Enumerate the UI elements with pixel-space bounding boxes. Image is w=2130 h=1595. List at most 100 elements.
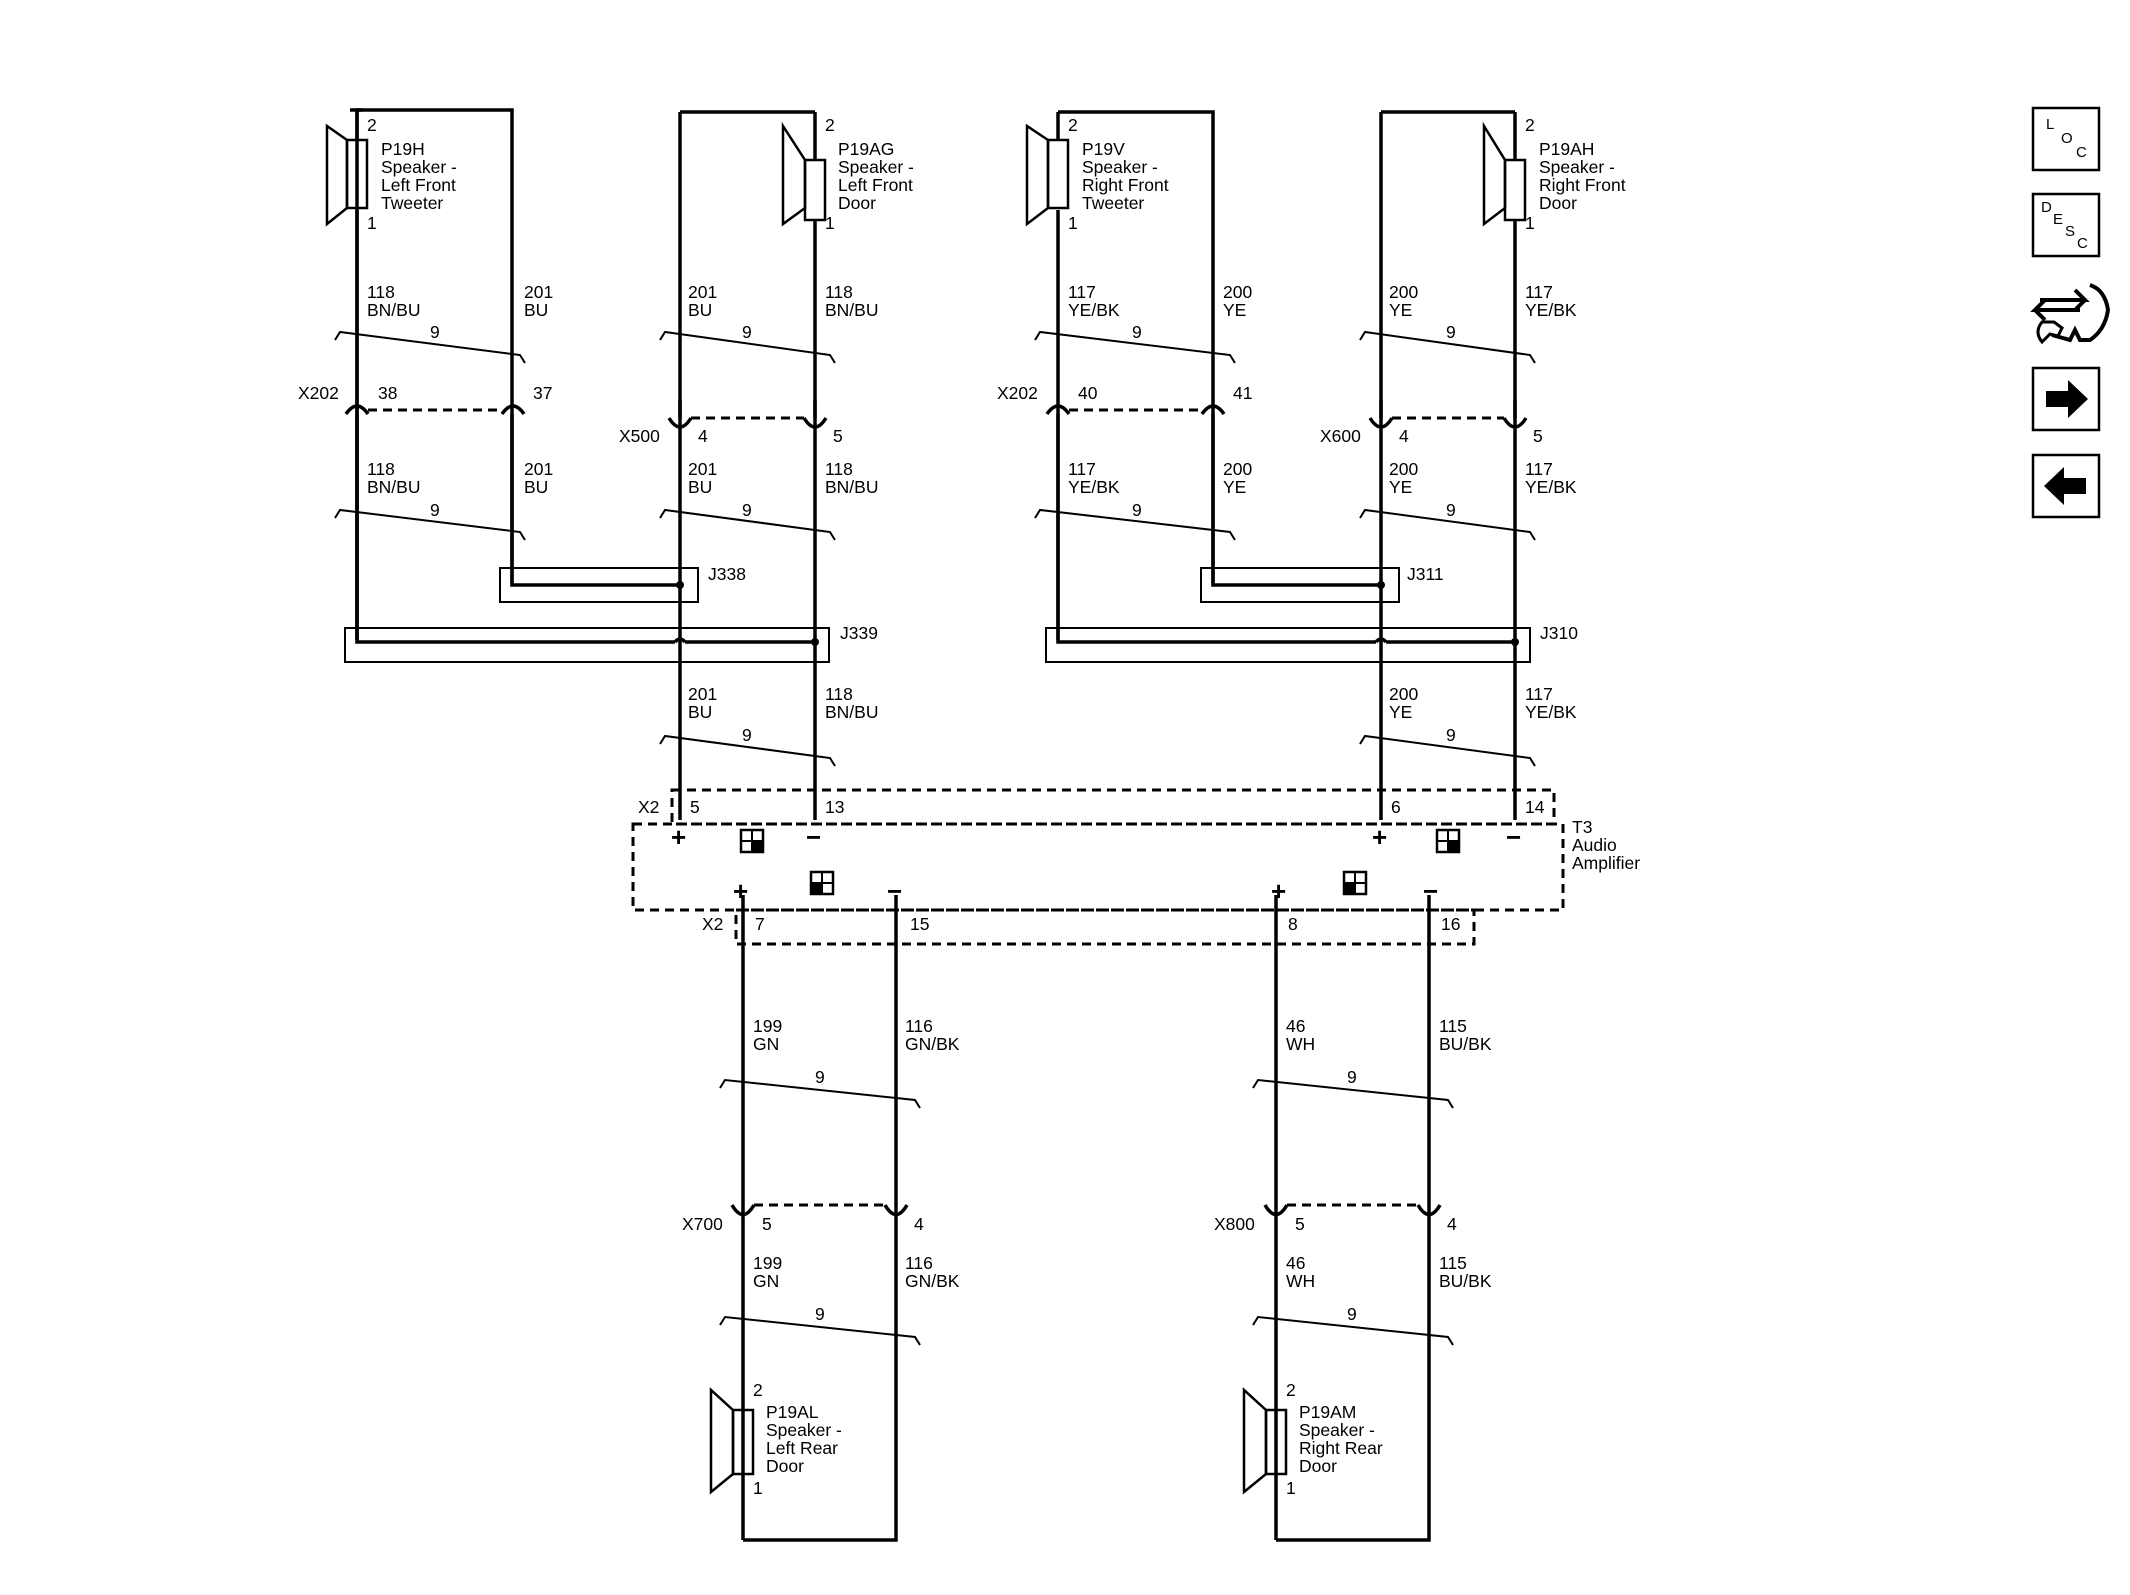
speaker-label-rr-door: 2 P19AM Speaker - Right Rear Door 1 <box>1286 1380 1383 1498</box>
svg-text:9: 9 <box>815 1304 825 1324</box>
previous-button[interactable] <box>2031 453 2101 519</box>
svg-text:BU: BU <box>524 477 548 497</box>
svg-text:X2: X2 <box>638 797 659 817</box>
svg-text:118: 118 <box>825 459 853 479</box>
circuit-labels-row3: 201 BU 118 BN/BU 200 YE 117 YE/BK <box>688 684 1577 722</box>
svg-text:WH: WH <box>1286 1034 1315 1054</box>
svg-text:GN: GN <box>753 1271 779 1291</box>
svg-text:Speaker -: Speaker - <box>1539 157 1615 177</box>
svg-text:J310: J310 <box>1540 623 1578 643</box>
next-button[interactable] <box>2031 366 2101 432</box>
svg-text:6: 6 <box>1391 797 1401 817</box>
svg-text:115: 115 <box>1439 1253 1467 1273</box>
desc-button[interactable]: D E S C <box>2031 192 2101 258</box>
svg-text:C: C <box>2076 144 2087 161</box>
svg-text:201: 201 <box>688 684 717 704</box>
svg-text:5: 5 <box>762 1214 772 1234</box>
svg-text:YE: YE <box>1389 300 1412 320</box>
svg-text:Right Front: Right Front <box>1082 175 1169 195</box>
svg-text:YE/BK: YE/BK <box>1068 477 1120 497</box>
connector-x700: X700 5 4 <box>682 1203 924 1234</box>
speaker-label-lr-door: 2 P19AL Speaker - Left Rear Door 1 <box>753 1380 842 1498</box>
connector-tool-icon[interactable] <box>2030 283 2111 345</box>
svg-text:D: D <box>2041 199 2052 216</box>
wire-116 <box>743 895 898 1542</box>
svg-text:Left Front: Left Front <box>381 175 456 195</box>
svg-text:9: 9 <box>1132 500 1142 520</box>
svg-text:1: 1 <box>1068 213 1078 233</box>
svg-text:X800: X800 <box>1214 1214 1255 1234</box>
svg-text:X2: X2 <box>702 914 723 934</box>
svg-text:8: 8 <box>1288 914 1298 934</box>
svg-text:P19AH: P19AH <box>1539 139 1594 159</box>
circuit-labels-row2: 118 BN/BU 201 BU 201 BU 118 BN/BU 117 YE… <box>367 459 1577 497</box>
svg-text:2: 2 <box>825 115 835 135</box>
svg-text:GN: GN <box>753 1034 779 1054</box>
svg-text:X700: X700 <box>682 1214 723 1234</box>
svg-text:C: C <box>2077 235 2088 252</box>
loc-button[interactable]: L O C <box>2031 106 2101 172</box>
svg-text:−: − <box>806 822 821 852</box>
twist-markers-row2: 9 9 9 9 <box>334 500 1536 541</box>
svg-text:5: 5 <box>833 426 843 446</box>
svg-text:41: 41 <box>1233 383 1252 403</box>
svg-text:118: 118 <box>367 282 395 302</box>
speaker-label-rf-door: 2 P19AH Speaker - Right Front Door 1 <box>1525 115 1626 233</box>
svg-text:118: 118 <box>367 459 395 479</box>
splice-j310: J310 <box>1045 430 1578 663</box>
svg-text:YE: YE <box>1389 477 1412 497</box>
svg-text:115: 115 <box>1439 1016 1467 1036</box>
svg-text:201: 201 <box>524 282 553 302</box>
connector-x600: X600 4 5 <box>1320 400 1543 446</box>
svg-text:2: 2 <box>1286 1380 1296 1400</box>
svg-text:YE: YE <box>1389 702 1412 722</box>
svg-text:1: 1 <box>367 213 377 233</box>
svg-text:J311: J311 <box>1407 564 1444 584</box>
svg-text:Left Rear: Left Rear <box>766 1438 838 1458</box>
svg-text:+: + <box>733 876 748 906</box>
svg-text:200: 200 <box>1389 282 1418 302</box>
splice-j311: J311 <box>1200 430 1444 603</box>
svg-text:BU/BK: BU/BK <box>1439 1034 1492 1054</box>
speaker-lr-door-icon <box>709 1387 755 1495</box>
svg-text:P19H: P19H <box>381 139 425 159</box>
svg-text:2: 2 <box>1525 115 1535 135</box>
speaker-rf-door-icon <box>1482 121 1527 227</box>
svg-text:118: 118 <box>825 684 853 704</box>
svg-text:Right Front: Right Front <box>1539 175 1626 195</box>
svg-text:4: 4 <box>698 426 708 446</box>
svg-text:117: 117 <box>1525 459 1553 479</box>
svg-text:9: 9 <box>815 1067 825 1087</box>
svg-text:P19AM: P19AM <box>1299 1402 1356 1422</box>
svg-text:1: 1 <box>1286 1478 1296 1498</box>
speaker-label-rf-tweeter: 2 P19V Speaker - Right Front Tweeter 1 <box>1068 115 1169 233</box>
svg-text:46: 46 <box>1286 1253 1305 1273</box>
svg-text:117: 117 <box>1068 282 1096 302</box>
svg-text:5: 5 <box>690 797 700 817</box>
svg-text:2: 2 <box>753 1380 763 1400</box>
circuit-labels-row1: 118 BN/BU 201 BU 201 BU 118 BN/BU 117 YE… <box>367 282 1577 320</box>
svg-text:−: − <box>887 876 902 906</box>
connector-x500: X500 4 5 <box>619 400 843 446</box>
svg-text:Audio: Audio <box>1572 835 1617 855</box>
svg-text:YE/BK: YE/BK <box>1525 702 1577 722</box>
svg-text:BU: BU <box>688 702 712 722</box>
svg-text:X202: X202 <box>298 383 339 403</box>
svg-text:P19AG: P19AG <box>838 139 894 159</box>
svg-text:Door: Door <box>766 1456 804 1476</box>
svg-text:BN/BU: BN/BU <box>367 300 420 320</box>
svg-text:X600: X600 <box>1320 426 1361 446</box>
svg-text:Tweeter: Tweeter <box>1082 193 1144 213</box>
svg-text:Left Front: Left Front <box>838 175 913 195</box>
svg-text:4: 4 <box>1447 1214 1457 1234</box>
svg-text:118: 118 <box>825 282 853 302</box>
twist-markers-rear-lower: 9 9 <box>719 1304 1454 1346</box>
svg-text:46: 46 <box>1286 1016 1305 1036</box>
svg-text:E: E <box>2053 211 2063 228</box>
svg-text:9: 9 <box>742 500 752 520</box>
splice-j338: J338 <box>499 430 746 603</box>
svg-text:X500: X500 <box>619 426 660 446</box>
svg-text:BN/BU: BN/BU <box>367 477 420 497</box>
svg-text:7: 7 <box>755 914 765 934</box>
